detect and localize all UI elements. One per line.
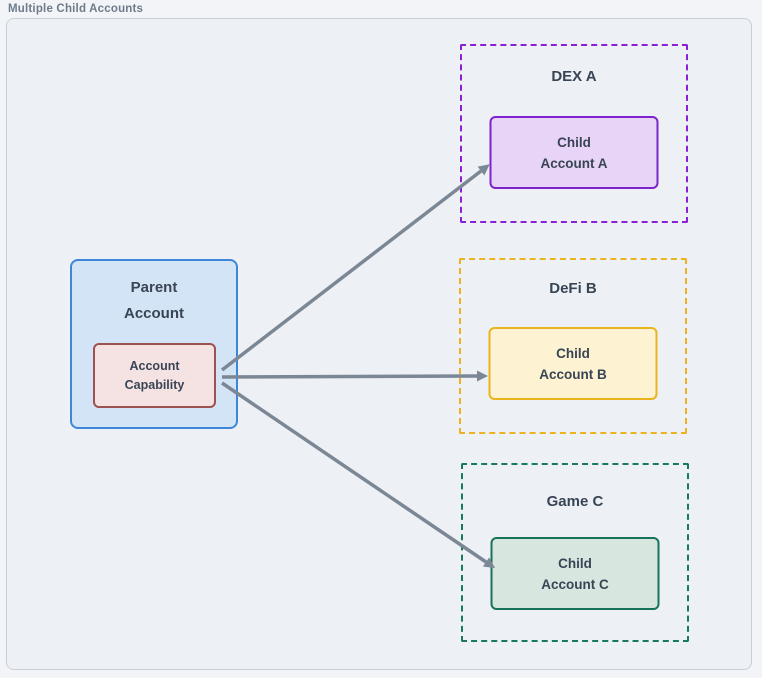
- account-capability-label: Account Capability: [124, 358, 185, 392]
- parent-account-node: Parent Account Account Capability: [70, 259, 238, 429]
- arrow-parent-to-child-b: [221, 370, 488, 382]
- child-account-a-label: Child Account A: [540, 134, 608, 171]
- account-capability-node: Account Capability: [93, 343, 216, 408]
- group-dex-a-title: DEX A: [551, 68, 597, 85]
- parent-account-label: Parent Account: [124, 279, 184, 322]
- group-game-c-title: Game C: [546, 493, 604, 510]
- group-dex-a: DEX A Child Account A: [460, 44, 688, 223]
- child-account-c-node: Child Account C: [490, 537, 660, 610]
- child-account-b-node: Child Account B: [488, 327, 658, 400]
- diagram-title: Multiple Child Accounts: [8, 3, 144, 15]
- group-defi-b: DeFi B Child Account B: [459, 258, 687, 434]
- arrow-parent-to-child-a: [220, 164, 490, 372]
- child-account-b-label: Child Account B: [539, 345, 607, 382]
- child-account-a-node: Child Account A: [489, 116, 659, 189]
- group-defi-b-title: DeFi B: [549, 280, 597, 297]
- child-account-c-label: Child Account C: [541, 555, 609, 592]
- group-game-c: Game C Child Account C: [461, 463, 689, 642]
- diagram-canvas: Parent Account Account Capability DEX A …: [6, 18, 752, 670]
- arrow-parent-to-child-c: [221, 381, 496, 569]
